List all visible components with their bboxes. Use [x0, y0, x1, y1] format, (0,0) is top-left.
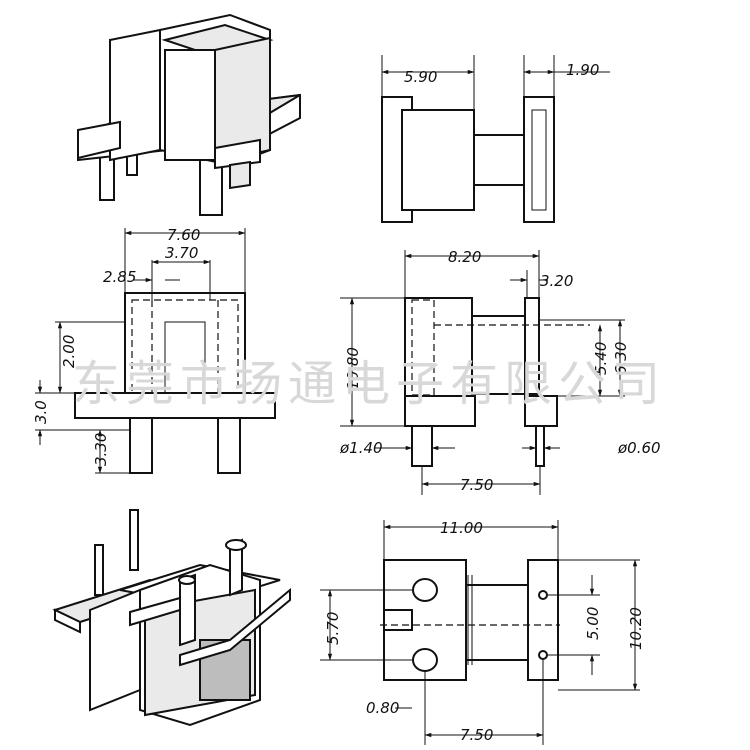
isometric-view-bottom	[52, 509, 291, 727]
dim-pitch-label: 7.50	[460, 476, 493, 494]
dim-overall-label: 7.60	[167, 226, 200, 244]
top-view	[381, 55, 610, 223]
dim-hole-span-label: 5.70	[324, 612, 342, 645]
watermark-text: 东莞市扬通电子有限公司	[72, 356, 666, 412]
dim-outer-h-label: 6.30	[612, 342, 630, 375]
dim-inner-h-label: 5.40	[592, 342, 610, 375]
dim-height-label: 2.00	[60, 335, 78, 368]
dim-base-label: 3.0	[32, 400, 50, 424]
dim-depth-label: 8.20	[448, 248, 481, 266]
bottom-view	[320, 520, 640, 745]
dim-pin-label: 3.30	[92, 433, 110, 466]
isometric-view-top	[77, 13, 301, 216]
dim-side-flange-label: 3.20	[540, 272, 573, 290]
dim-side-height-label: 10.80	[344, 347, 362, 390]
dim-gap-label: 0.80	[366, 699, 399, 717]
front-view	[35, 228, 276, 474]
dim-inner-label: 3.70	[165, 244, 198, 262]
dim-pin-big-label: ø1.40	[339, 439, 383, 457]
dim-bottom-pitch-label: 7.50	[460, 726, 493, 744]
dim-flange-label: 1.90	[566, 61, 599, 79]
dim-length-label: 11.00	[440, 519, 483, 537]
dim-bottom-height-label: 10.20	[627, 607, 645, 650]
dim-pin-span-label: 5.00	[584, 607, 602, 640]
dim-width-label: 5.90	[404, 68, 437, 86]
dim-pin-small-label: ø0.60	[617, 439, 661, 457]
dim-offset-label: 2.85	[103, 268, 136, 286]
side-view	[340, 250, 625, 495]
